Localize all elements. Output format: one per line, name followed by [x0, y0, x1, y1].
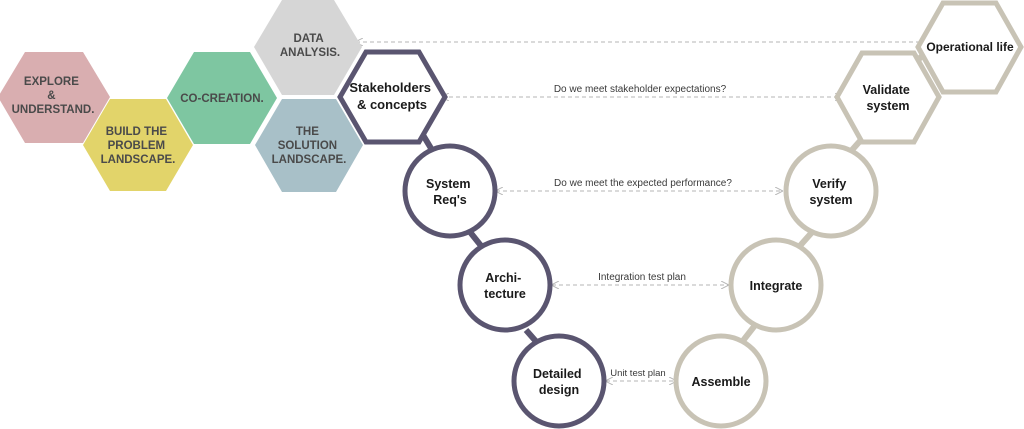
design-thinking-cluster: EXPLORE & UNDERSTAND. BUILD THE PROBLEM … — [0, 0, 363, 192]
hex-stakeholders-text: Stakeholders & concepts — [349, 80, 434, 112]
hex-operational-life-text: Operational life — [926, 40, 1014, 54]
label-stakeholder-expectations: Do we meet stakeholder expectations? — [554, 84, 727, 95]
hex-data-analysis-text: DATA ANALYSIS. — [280, 33, 340, 59]
hex-solution-landscape — [255, 99, 363, 192]
hex-validate-system-text: Validate system — [863, 83, 914, 113]
hex-validate-system — [834, 50, 942, 145]
hex-solution-text: THE SOLUTION LANDSCAPE. — [272, 126, 347, 166]
circle-architecture-text: Archi- tecture — [484, 271, 526, 301]
left-leg: Stakeholders & concepts System Req's Arc… — [337, 49, 607, 429]
circle-verify-system-text: Verify system — [809, 177, 852, 207]
circle-architecture — [457, 237, 553, 333]
right-leg: Operational life Validate system Verify … — [673, 0, 1024, 429]
hex-data-analysis — [254, 0, 362, 95]
hex-build-text: BUILD THE PROBLEM LANDSCAPE. — [101, 126, 176, 166]
hex-explore-text: EXPLORE & UNDERSTAND. — [12, 76, 95, 116]
hex-operational-life — [915, 0, 1024, 95]
circle-system-requirements — [402, 143, 498, 239]
verification-links: Do we meet stakeholder expectations? Do … — [356, 42, 928, 381]
label-integration-test-plan: Integration test plan — [598, 272, 686, 283]
hex-build-problem-landscape — [83, 99, 193, 191]
connector-assemble-to-integrate — [739, 322, 759, 344]
circle-integrate — [728, 237, 824, 333]
hex-cocreation-text: CO-CREATION. — [180, 93, 263, 105]
hex-co-creation — [167, 52, 277, 144]
label-unit-test-plan: Unit test plan — [610, 368, 665, 379]
circle-integrate-text: Integrate — [750, 279, 803, 293]
circle-detailed-design-text: Detailed design — [533, 367, 585, 397]
hex-explore-understand — [0, 52, 110, 143]
label-expected-performance: Do we meet the expected performance? — [554, 178, 732, 189]
hex-stakeholders-concepts — [337, 49, 448, 145]
circle-detailed-design — [511, 333, 607, 429]
circle-system-requirements-text: System Req's — [426, 177, 474, 207]
circle-assemble — [673, 333, 769, 429]
circle-verify-system — [783, 143, 879, 239]
circle-assemble-text: Assemble — [691, 375, 750, 389]
